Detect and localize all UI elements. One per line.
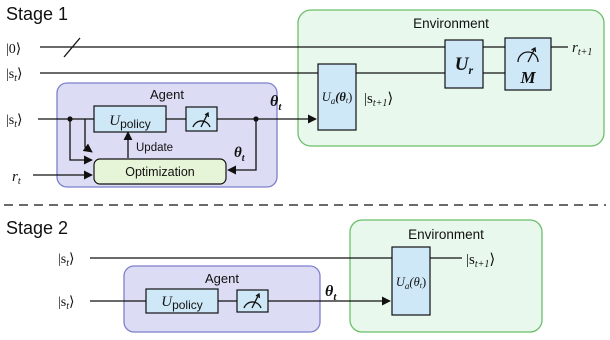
stage2-policy-gate: [145, 288, 219, 314]
stage1-policy-label: Upolicy: [109, 113, 151, 131]
stage2-next-state: |st+1⟩: [466, 252, 495, 270]
stage2-agent-box: [123, 265, 321, 333]
stage1-policy-gate: [93, 105, 167, 133]
stage2-agent-state-input: |st⟩: [58, 295, 75, 312]
stage1-reward-output: rt+1: [572, 40, 592, 58]
stage1-title: Stage 1: [6, 4, 68, 24]
stage2-action-gate: [391, 246, 431, 316]
measure-label: M: [519, 68, 536, 87]
stage1-next-state: |st+1⟩: [364, 91, 393, 109]
stage1-state-input: |st⟩: [6, 67, 23, 84]
register-slash: [63, 37, 81, 58]
stage1-action-gate: [317, 63, 357, 131]
stage2-agent-title: Agent: [205, 271, 239, 286]
stage1-agent-state-input: |st⟩: [6, 113, 23, 130]
meter-icon: [517, 51, 539, 63]
optimization-label: Optimization: [125, 165, 195, 179]
stage2-policy-label: Upolicy: [161, 294, 203, 312]
measurement-m-gate: M: [504, 37, 552, 91]
stage2-title: Stage 2: [6, 218, 68, 238]
theta-label-main: θt: [270, 93, 282, 113]
meter-icon: [192, 120, 211, 128]
reward-gate-label: Ur: [455, 54, 474, 77]
optimization-box: [93, 158, 227, 185]
theta-label-feedback: θt: [234, 145, 246, 164]
stage1-zero-input: |0⟩: [6, 42, 21, 57]
stage2-action-label: Ua(θt): [396, 275, 426, 291]
stage2-theta-label: θt: [325, 283, 337, 303]
stage1-environment-title: Environment: [413, 16, 489, 31]
zero-ket: |0⟩: [6, 42, 21, 57]
stage2-environment-title: Environment: [408, 227, 484, 242]
stage2-measure-gate: [236, 289, 269, 313]
stage1-agent-title: Agent: [150, 87, 184, 102]
reward-gate: [444, 39, 484, 89]
stage1-measure-gate: [185, 106, 218, 132]
meter-icon: [243, 301, 262, 309]
stage2-state-input: |st⟩: [58, 252, 75, 269]
update-label: Update: [136, 142, 173, 154]
stage1-reward-input: rt: [12, 169, 21, 187]
stage1-action-label: Ua(θt): [322, 90, 353, 106]
